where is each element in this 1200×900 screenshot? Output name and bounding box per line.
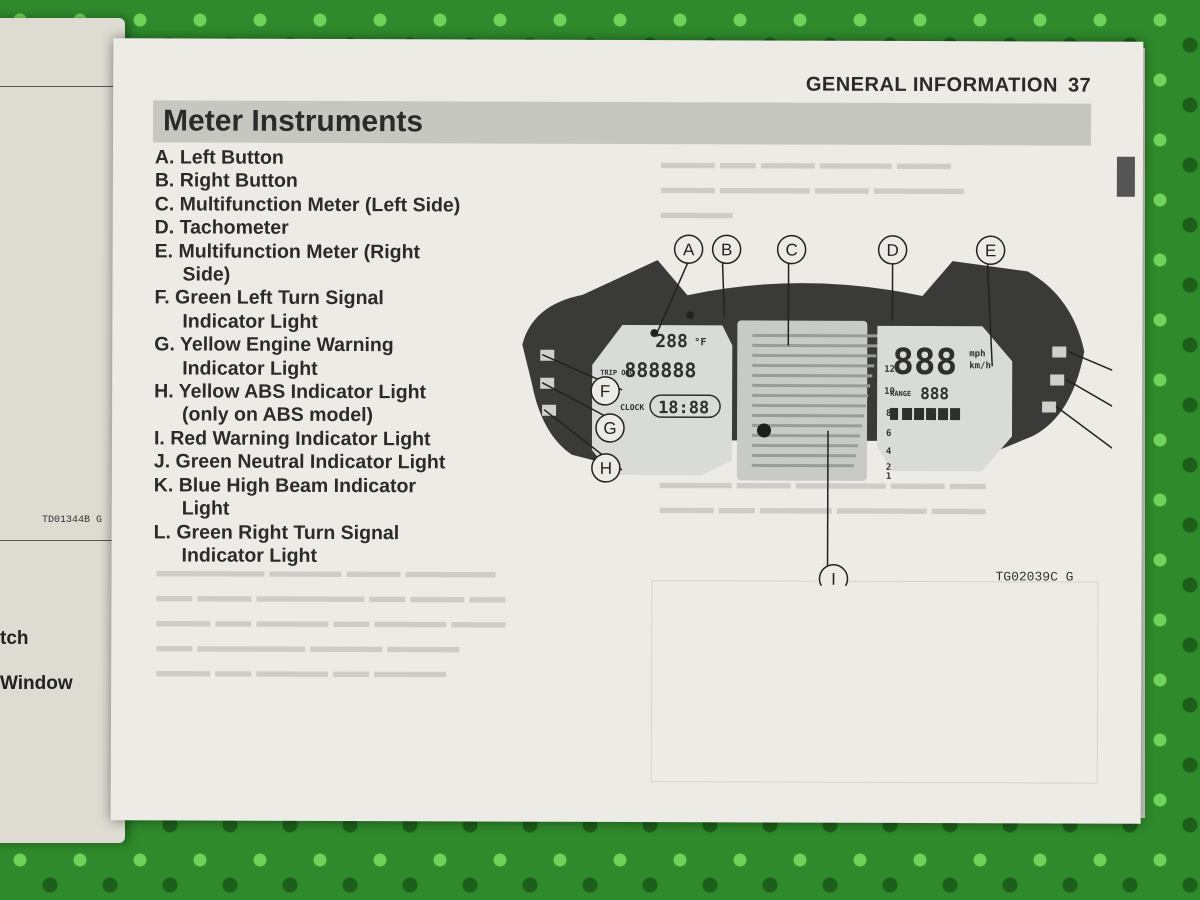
fuel-gauge [890,407,961,421]
callout-label: E [985,241,996,260]
left-page-fragment: Window [0,673,73,694]
instrument-cluster-svg: 288 °F TRIP ODO 888888 CLOCK 18:88 12 10… [522,234,1113,587]
speed-readout: 888 [892,342,957,383]
tach-tick-label: 4 [886,447,892,457]
tach-tick-label: 2 [886,463,891,473]
legend-item: F. Green Left Turn Signal Indicator Ligh… [154,286,384,333]
callout-a [673,234,704,264]
clock-readout: 18:88 [658,398,709,418]
speed-unit-mph: mph [969,349,985,359]
running-head: GENERAL INFORMATION 37 [806,74,1091,98]
temp-unit-label: °F [694,337,706,348]
right-button [686,311,695,320]
thumb-tab [1116,156,1135,197]
tachometer-bars [751,333,881,468]
left-page-rule [0,86,145,87]
clock-label: CLOCK [620,403,644,412]
left-page: TD01344B G tch Window [0,18,145,843]
tachometer-panel [736,320,868,481]
tach-tick-label: 12 [884,365,895,375]
callout-g [595,413,625,443]
callout-e [975,235,1006,266]
left-page-figure-code: TD01344B G [42,515,103,526]
tach-scale: 12 10 8 6 4 2 1 [884,365,895,482]
instrument-cluster-diagram: 288 °F TRIP ODO 888888 CLOCK 18:88 12 10… [471,184,1113,587]
legend-item: H. Yellow ABS Indicator Light (only on A… [154,380,427,427]
legend-item: J. Green Neutral Indicator Light [153,450,446,474]
range-label: RANGE [890,390,911,398]
callout-markers [590,234,1006,587]
odometer-readout: 888888 [624,358,696,382]
callout-label: I [831,570,836,587]
trip-label: TRIP ODO [600,369,634,377]
legend-item: C. Multifunction Meter (Left Side) [154,193,461,217]
callout-c [776,234,807,265]
callout-label: D [886,241,898,260]
range-readout: 888 [920,384,949,403]
legend-item: B. Right Button [154,169,298,193]
callout-h [591,453,621,483]
right-lcd-panel [876,325,1013,472]
figure-code: TG02039C G [995,569,1074,585]
left-button [650,329,659,338]
legend-item: K. Blue High Beam Indicator Light [153,474,417,520]
left-page-fragment: tch [0,628,29,649]
section-title: GENERAL INFORMATION [805,73,1058,97]
callout-label: C [785,241,797,260]
page-number: 37 [1067,74,1092,97]
high-beam-light [1050,374,1065,386]
callout-f [590,376,620,406]
left-lcd-panel [591,324,733,476]
abs-indicator-light [542,404,557,416]
legend-item: I. Red Warning Indicator Light [153,427,431,451]
neutral-light [1042,401,1057,413]
legend-item: L. Green Right Turn Signal Indicator Lig… [153,520,400,567]
legend-item: A. Left Button [154,146,284,169]
coolant-temp-readout: 288 [655,331,688,352]
callout-label: F [600,382,610,401]
callout-label: G [603,419,616,438]
page-title: Meter Instruments [163,104,424,139]
engine-warning-light [540,377,555,389]
callout-label: A [683,240,695,259]
bleed-through-notice-box [650,580,1099,784]
red-warning-light [757,423,772,438]
left-page-rule [0,540,145,541]
callout-d [877,235,908,265]
right-turn-signal-light [1052,346,1067,358]
clock-frame [649,394,721,419]
callout-label: H [600,459,612,478]
tach-tick-label: 8 [886,409,891,419]
tach-tick-label: 1 [886,472,891,482]
legend-item: E. Multifunction Meter (Right Side) [154,239,421,286]
callout-b [711,234,742,265]
speed-unit-kmh: km/h [969,361,991,371]
tach-tick-label: 10 [884,387,895,397]
callout-label: B [721,240,732,259]
legend-item: D. Tachometer [154,216,289,240]
title-bar: Meter Instruments [153,100,1092,146]
tach-tick-label: 6 [886,429,891,439]
legend-list: A. Left Button B. Right Button C. Multif… [154,146,465,568]
legend-item: G. Yellow Engine Warning Indicator Light [154,333,394,380]
